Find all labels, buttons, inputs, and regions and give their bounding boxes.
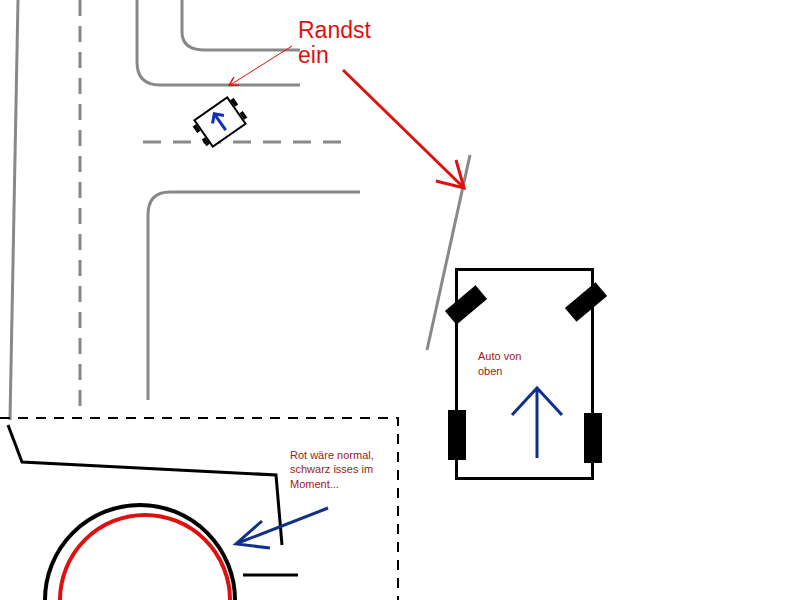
fender xyxy=(243,574,298,577)
car-wheels xyxy=(445,282,607,463)
car-body: Auto von oben xyxy=(455,268,594,480)
kerb-line xyxy=(137,0,300,85)
part-label: Randst ein xyxy=(298,18,380,69)
road-edge xyxy=(10,0,18,420)
direction-arrow xyxy=(512,388,562,458)
wheel-arch xyxy=(0,418,398,600)
small-car xyxy=(190,95,249,150)
arrow-head xyxy=(236,521,270,548)
note-text: Rot wäre normal, schwarz isses im Moment… xyxy=(290,448,392,491)
kerb-stone xyxy=(427,155,470,350)
tyre-normal xyxy=(60,515,230,600)
kerb-line xyxy=(148,192,360,400)
road-lines xyxy=(10,0,470,420)
fender xyxy=(8,425,282,545)
lane-marking xyxy=(79,0,82,415)
pointer-arrow xyxy=(238,508,328,543)
kerb-line xyxy=(182,0,300,50)
tyre-current xyxy=(45,505,235,600)
pointer-arrow xyxy=(343,70,462,186)
lane-marking xyxy=(143,141,350,144)
arrow-head xyxy=(436,160,464,188)
leader-line xyxy=(230,46,292,85)
detail-frame xyxy=(0,418,398,600)
node-text: Auto von oben xyxy=(478,349,548,379)
